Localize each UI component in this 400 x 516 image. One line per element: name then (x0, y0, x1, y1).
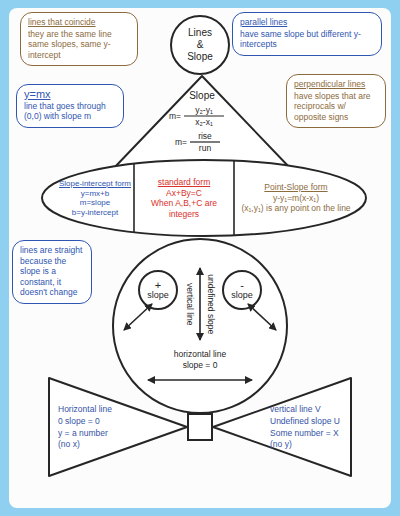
arrow-label: vertical line (185, 266, 196, 342)
brim-divider (233, 161, 235, 235)
bow-tie-wing: Horizontal line0 slope = 0y = a number (… (48, 377, 188, 477)
whiteboard (9, 8, 391, 508)
form-heading: Point-Slope form (264, 182, 327, 193)
node-outline (112, 238, 288, 414)
hat-brim (42, 160, 366, 236)
title-circle: Lines & Slope (170, 15, 230, 75)
circle-outline (171, 16, 229, 74)
formula-text: y=mx+b (81, 189, 109, 199)
form-note: (x₁,y₁) is any point on the line (241, 203, 350, 214)
form-section: Slope-intercept formy=mx+bm=slopeb=y-int… (58, 166, 132, 230)
node-outline (48, 377, 188, 477)
node-outline (212, 377, 352, 477)
form-note: m=slope (80, 198, 110, 208)
numerator: rise (190, 131, 220, 142)
callout-heading: lines that coincide (28, 17, 130, 28)
form-note: b=y-intercept (72, 208, 118, 218)
form-section: standard formAx+By=CWhen A,B,+C are inte… (137, 164, 231, 232)
wing-text: Some number = X (no y) (270, 428, 348, 449)
denominator: x₂-x₁ (184, 117, 224, 128)
numerator: y₂-y₁ (184, 105, 224, 116)
note-callout: perpendicular lineshave slopes that are … (286, 74, 386, 128)
formula-text: Ax+By=C (166, 188, 202, 199)
form-heading: Slope-intercept form (59, 179, 131, 189)
brim-divider (133, 164, 135, 232)
note-callout: y=mxline that goes through (0,0) with sl… (16, 84, 124, 128)
wing-text: vertical line V (270, 404, 350, 415)
callout-body: have same slope but different y-intercep… (240, 29, 374, 50)
bow-tie-wing: vertical line VUndefined slope USome num… (212, 377, 352, 477)
denominator: run (190, 143, 220, 154)
form-section: Point-Slope formy-y₁=m(x-x₁)(x₁,y₁) is a… (240, 164, 352, 232)
circle-outline (223, 271, 261, 309)
face-circle: vertical line undefined slope horizontal l… (112, 238, 288, 414)
sign-symbol: - (240, 280, 244, 290)
wing-text: y = a number (no x) (58, 428, 120, 449)
arrow-label: horizontal line (150, 349, 250, 360)
formula-text: y-y₁=m(x-x₁) (273, 193, 319, 204)
callout-body: they are the same line same slopes, same… (28, 29, 130, 61)
formula-text: m= (172, 137, 190, 148)
form-heading: standard form (158, 177, 210, 188)
hat-triangle: Slopem=y₂-y₁x₂-x₁m=riserun (112, 75, 292, 170)
eye-circle: +slope (138, 270, 178, 310)
eye-circle: -slope (222, 270, 262, 310)
triangle-outline (113, 76, 291, 169)
eye-text: slope (231, 290, 253, 300)
callout-body: lines are straight because the slope is … (20, 245, 84, 298)
triangle-outline (49, 378, 187, 476)
triangle-outline (213, 378, 351, 476)
callout-body: line that goes through (0,0) with slope … (24, 101, 116, 122)
note-callout: lines are straight because the slope is … (12, 240, 92, 304)
circle-outline (113, 239, 287, 413)
circle-outline (139, 271, 177, 309)
arrow-label: slope = 0 (150, 360, 250, 371)
hat-heading: Slope (182, 91, 222, 102)
sign-symbol: + (155, 280, 161, 290)
arrow-label: undefined slope (206, 266, 217, 342)
callout-heading: perpendicular lines (294, 79, 378, 90)
bow-tie-knot (188, 414, 212, 440)
note-callout: lines that coincidethey are the same lin… (20, 12, 138, 66)
title-text: Lines & Slope (184, 27, 216, 63)
form-note: When A,B,+C are integers (137, 198, 231, 219)
callout-heading: parallel lines (240, 17, 374, 28)
wing-text: Undefined slope U (270, 416, 350, 427)
wing-text: Horizontal line (58, 404, 138, 415)
callout-heading: y=mx (24, 89, 116, 100)
callout-body: have slopes that are reciprocals w/ oppo… (294, 91, 378, 123)
note-callout: parallel lineshave same slope but differ… (232, 12, 382, 56)
eye-text: slope (147, 290, 169, 300)
formula-text: m= (166, 111, 184, 122)
wing-text: 0 slope = 0 (58, 416, 138, 427)
